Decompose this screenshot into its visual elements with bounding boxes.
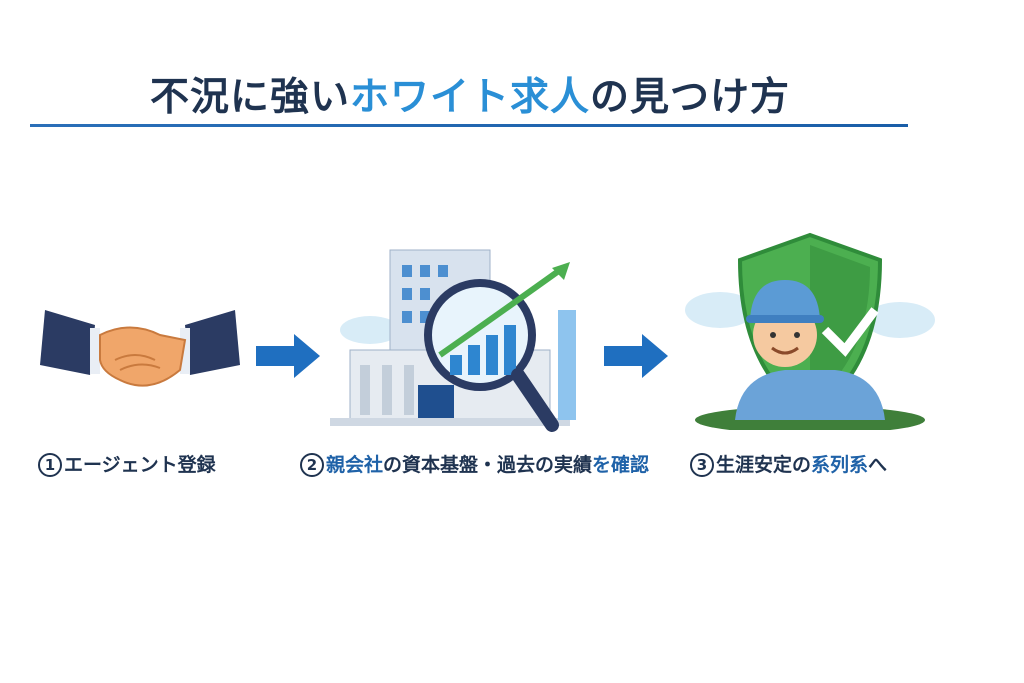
step-label-highlight: 親会社 <box>326 454 384 476</box>
arrow-right-icon <box>256 334 320 378</box>
arrow-right-icon <box>604 334 668 378</box>
step-label: の資本基盤・過去の実績 <box>383 454 593 476</box>
step-label-highlight: 系列系 <box>811 454 869 476</box>
step-number: 3 <box>690 453 714 477</box>
title-part2: の見つけ方 <box>590 75 791 120</box>
step-number: 2 <box>300 453 324 477</box>
page-title: 不況に強いホワイト求人の見つけ方 <box>150 66 790 122</box>
step-number: 1 <box>38 453 62 477</box>
step-label: エージェント登録 <box>64 454 216 476</box>
step-label: へ <box>868 454 888 476</box>
title-divider <box>30 124 908 127</box>
handshake-icon <box>40 310 240 387</box>
building-magnifier-icon <box>330 249 576 432</box>
step-label: 生涯安定の <box>716 454 812 476</box>
worker-shield-icon <box>685 232 935 430</box>
step-label-highlight: を確認 <box>592 454 650 476</box>
title-part1: 不況に強い <box>150 75 351 120</box>
title-highlight: ホワイト求人 <box>350 75 591 120</box>
